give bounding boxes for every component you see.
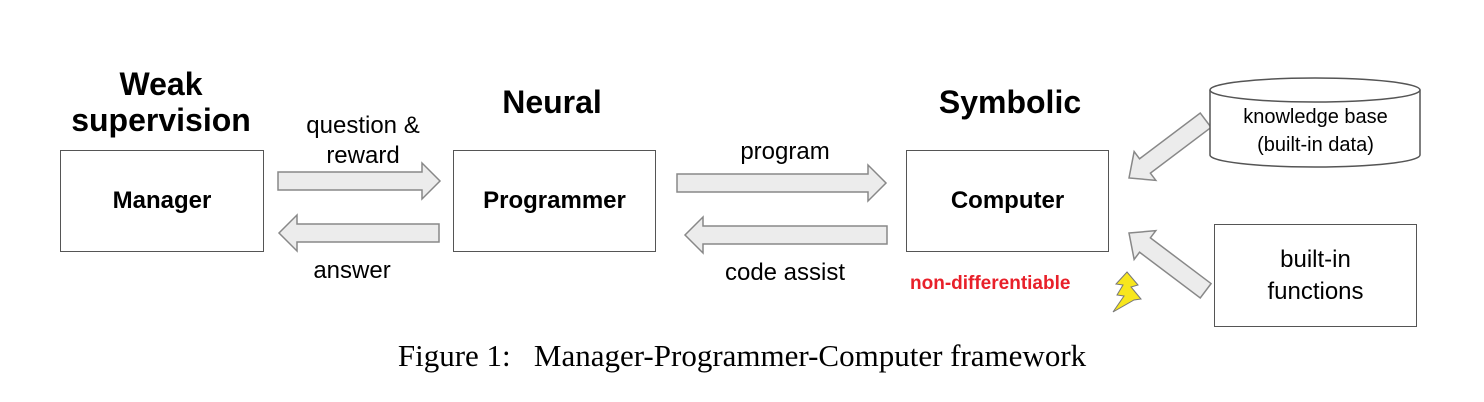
edge-label-question-reward: question & reward [306, 112, 420, 169]
computer-box: Computer [906, 150, 1109, 252]
programmer-box: Programmer [453, 150, 656, 252]
edge-label-code-assist: code assist [724, 259, 846, 286]
arrow-question-reward [277, 161, 442, 201]
programmer-label: Programmer [483, 187, 626, 214]
arrow-program [676, 163, 888, 203]
figure-caption: Figure 1: Manager-Programmer-Computer fr… [397, 338, 1087, 373]
knowledge-base-label: knowledge base (built-in data) [1243, 106, 1388, 156]
arrow-code-assist [683, 215, 888, 255]
database-cylinder-icon [1209, 77, 1421, 168]
lightning-bolt-icon [1112, 271, 1142, 313]
builtin-functions-box: built-in functions [1214, 224, 1417, 327]
computer-label: Computer [950, 187, 1065, 214]
non-differentiable-label: non-differentiable [910, 273, 1071, 294]
manager-box: Manager [60, 150, 264, 252]
manager-label: Manager [112, 187, 212, 214]
edge-label-answer: answer [313, 257, 391, 284]
heading-symbolic: Symbolic [938, 84, 1082, 120]
arrow-functions-to-computer [1128, 229, 1213, 300]
edge-label-program: program [740, 138, 830, 165]
builtin-functions-label: built-in functions [1267, 245, 1364, 305]
arrow-answer [277, 213, 440, 253]
arrow-knowledge-to-computer [1128, 111, 1213, 182]
heading-weak-supervision: Weak supervision [71, 66, 251, 138]
heading-neural: Neural [502, 84, 602, 120]
